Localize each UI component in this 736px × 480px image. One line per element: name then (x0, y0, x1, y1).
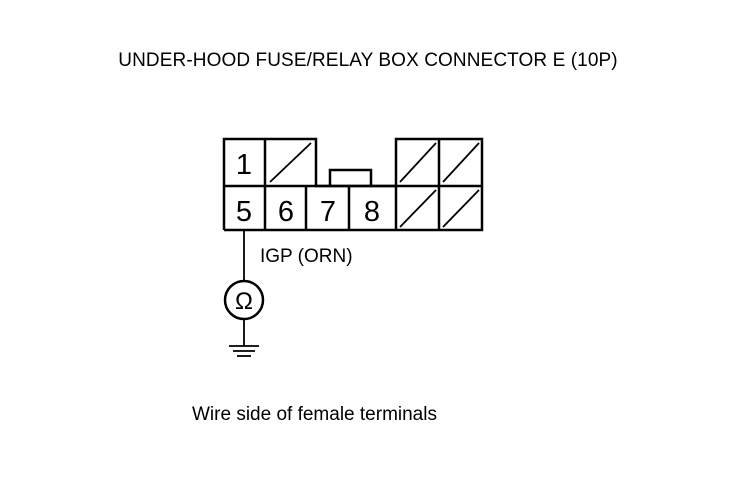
ground-icon (229, 345, 259, 357)
terminal-7-label: 7 (320, 196, 336, 228)
terminal-8-label: 8 (364, 196, 380, 228)
diagram-title: UNDER-HOOD FUSE/RELAY BOX CONNECTOR E (1… (118, 50, 618, 71)
terminal-1-label: 1 (236, 149, 252, 181)
wire-label: IGP (ORN) (260, 246, 353, 267)
blank-cavity-9 (399, 189, 437, 228)
diagram-caption: Wire side of female terminals (192, 404, 437, 425)
ohm-symbol: Ω (235, 288, 253, 315)
ohmmeter-icon: Ω (223, 279, 265, 321)
blank-cavity-10 (442, 189, 480, 228)
blank-cavity-3 (399, 142, 437, 183)
terminal-6-label: 6 (278, 196, 294, 228)
blank-cavity-2 (269, 142, 312, 183)
blank-cavity-4 (442, 142, 480, 183)
connector-housing (222, 137, 484, 232)
terminal-5-label: 5 (236, 196, 252, 228)
blank-cavities (269, 142, 480, 228)
